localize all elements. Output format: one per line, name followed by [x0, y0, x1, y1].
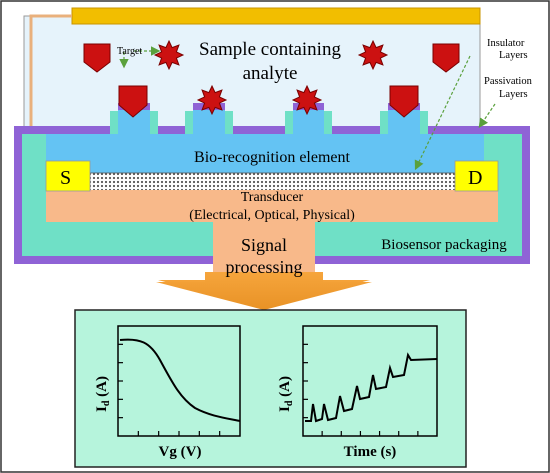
top-electrode-bar: [71, 7, 481, 25]
target-star-2: [357, 39, 389, 71]
passivation-label-line1: Passivation: [484, 76, 533, 87]
right-plot: Id (A) Time (s): [277, 325, 438, 460]
left-plot-curve: [119, 338, 241, 422]
insulator-label-line1: Insulator: [487, 38, 525, 49]
target-stars: [153, 39, 389, 116]
target-shield-4: [389, 85, 419, 118]
signal-label-line2: processing: [226, 257, 303, 277]
processing-arrow-head: [156, 272, 372, 310]
left-plot: Id (A) Vg (V): [94, 325, 241, 460]
right-plot-xlabel: Time (s): [344, 444, 397, 460]
drain-label: D: [468, 167, 482, 189]
passivation-pointer: [478, 103, 496, 128]
signal-label-line1: Signal: [241, 235, 287, 255]
insulator-label-line2: Layers: [499, 50, 528, 61]
passivation-label-line2: Layers: [499, 89, 528, 100]
right-plot-ylabel: Id (A): [277, 376, 295, 412]
left-plot-ticks: [118, 343, 221, 436]
transducer-block: [46, 190, 498, 222]
target-star-3: [196, 84, 228, 116]
target-shield-1: [83, 43, 111, 73]
target-star-4: [291, 84, 323, 116]
sample-label-line1: Sample containing: [199, 39, 341, 60]
sensing-channel: [89, 172, 456, 192]
plot-panel: [74, 309, 467, 468]
insulator-pointer: [414, 55, 471, 171]
right-plot-ticks: [303, 343, 419, 436]
left-plot-xlabel: Vg (V): [159, 444, 202, 460]
target-shield-2: [432, 43, 460, 73]
source-electrode: [45, 160, 91, 192]
left-plot-ylabel: Id (A): [94, 376, 112, 412]
signal-processing-block: [213, 222, 315, 276]
sample-label-line2: analyte: [243, 63, 298, 84]
packaging-label: Biosensor packaging: [381, 237, 507, 253]
target-label: Target: [117, 46, 142, 57]
target-shield-3: [118, 85, 148, 118]
target-star-1: [153, 39, 185, 71]
transducer-label: Transducer: [241, 190, 304, 205]
right-plot-curve: [305, 352, 438, 423]
bio-element-label: Bio-recognition element: [194, 149, 351, 166]
source-label: S: [60, 167, 71, 189]
drain-electrode: [454, 160, 499, 192]
transducer-types-label: (Electrical, Optical, Physical): [189, 208, 355, 223]
bio-recognition-layer: [46, 110, 484, 178]
